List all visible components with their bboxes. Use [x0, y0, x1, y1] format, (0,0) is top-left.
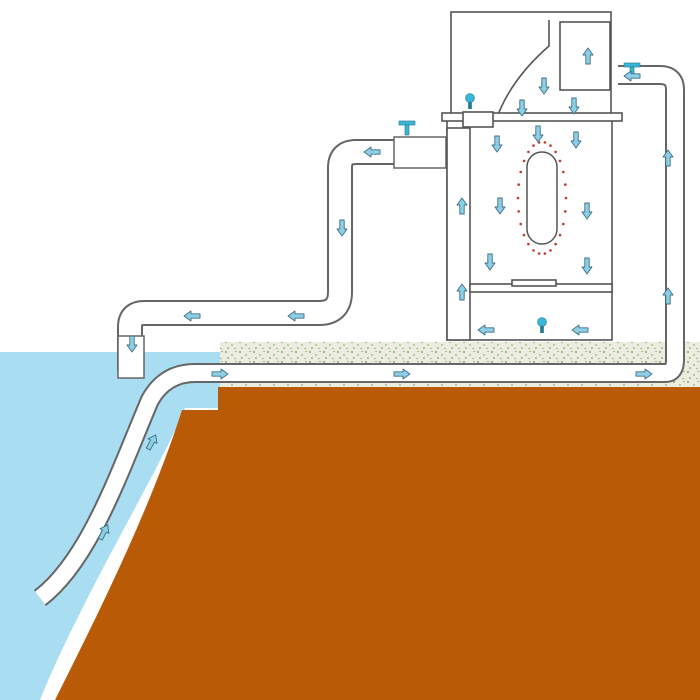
aerator-dot: [549, 249, 552, 252]
aerator-dot: [516, 196, 520, 200]
aerator-dot: [543, 252, 547, 255]
flow-arrow-icon: [97, 524, 110, 541]
flow-arrow-icon: [635, 368, 653, 380]
flow-arrow-icon: [456, 283, 468, 301]
flow-arrow-icon: [571, 324, 589, 336]
flow-arrow-icon: [581, 202, 593, 220]
aerator-dot: [527, 150, 530, 154]
aerator-dot: [522, 233, 526, 237]
aerator-dot: [549, 144, 552, 147]
aerator-dot: [564, 183, 567, 186]
aerator-dot: [558, 159, 562, 163]
flow-arrow-icon: [363, 146, 381, 158]
valve-group: [398, 62, 641, 333]
flow-arrow-icon: [570, 131, 582, 149]
aerator-dot: [532, 144, 535, 147]
pond-water: [0, 352, 220, 700]
flow-arrow-icon: [145, 434, 158, 451]
valve-icon: [537, 317, 547, 333]
aerator-dot: [562, 222, 565, 226]
tank-inlet-chamber: [559, 21, 611, 91]
aerator-icon: [516, 141, 568, 255]
bottom-drain-pipe: [34, 67, 683, 605]
aerator-dot: [562, 170, 565, 174]
flow-arrow-icon: [477, 324, 495, 336]
valve-icon: [465, 93, 475, 109]
flow-arrow-icon: [287, 310, 305, 322]
aerator-dot: [554, 242, 557, 246]
aerator-dot: [519, 222, 522, 226]
flow-arrow-icon: [491, 135, 503, 153]
aerator-dot: [527, 242, 530, 246]
flow-arrow-icon: [623, 70, 641, 82]
flow-arrow-icon: [582, 47, 594, 65]
aerator-dot: [517, 183, 520, 186]
flow-arrow-icon: [126, 335, 138, 353]
flow-arrow-icon: [581, 257, 593, 275]
flow-arrow-icon: [456, 197, 468, 215]
flow-arrow-icon: [494, 197, 506, 215]
media-core: [526, 151, 558, 245]
tank-inner-wall: [446, 127, 471, 341]
aerator-dot: [554, 150, 557, 154]
aerator-dot: [558, 233, 562, 237]
tank-sludge-cup: [511, 279, 557, 287]
flow-arrow-icon: [211, 368, 229, 380]
valve-icon: [398, 120, 416, 136]
aerator-dot: [564, 210, 567, 213]
aerator-dot: [537, 252, 541, 255]
aerator-dot: [564, 196, 568, 200]
flow-arrow-icon: [538, 77, 550, 95]
flow-arrow-icon: [516, 99, 528, 117]
tank-baffle: [495, 20, 550, 121]
flow-arrow-icon: [568, 97, 580, 115]
aerator-dot: [532, 249, 535, 252]
flow-arrow-icon: [662, 287, 674, 305]
aerator-dot: [543, 141, 547, 144]
aerator-dot: [522, 159, 526, 163]
return-pipe-socket: [393, 136, 447, 169]
flow-arrow-icon: [532, 125, 544, 143]
tank-weir: [441, 112, 623, 122]
tank-top-plate: [462, 111, 494, 128]
flow-arrow-icon: [336, 219, 348, 237]
flow-arrow-icon: [662, 149, 674, 167]
flow-arrow-icon: [183, 310, 201, 322]
return-pipe: [119, 141, 394, 372]
return-pipe-outline: [117, 139, 394, 370]
flow-arrow-icon: [484, 253, 496, 271]
aerator-dot: [517, 210, 520, 213]
flow-arrow-icon: [393, 368, 411, 380]
flow-arrows: [97, 47, 674, 541]
soil-bank: [55, 387, 700, 700]
aerator-dot: [519, 170, 522, 174]
